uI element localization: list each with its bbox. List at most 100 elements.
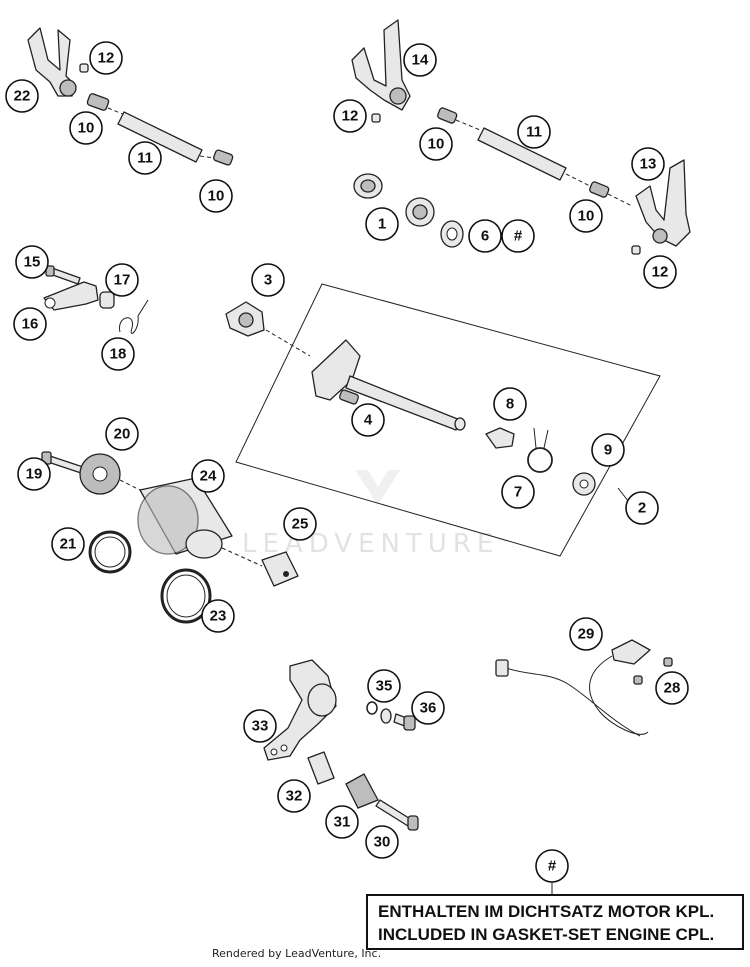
svg-text:10: 10 [208, 188, 225, 205]
locking-lever-16-drawing [43, 281, 99, 311]
callout-11-a: 11 [128, 141, 162, 175]
callout-33: 33 [243, 709, 277, 743]
shift-shaft-drawing [311, 339, 466, 431]
render-credit: Rendered by LeadVenture, Inc. [212, 947, 382, 960]
svg-text:18: 18 [110, 346, 127, 363]
shift-fork-14-drawing [351, 19, 411, 111]
bearing-23-drawing [160, 568, 212, 624]
bushing-32-drawing [307, 751, 335, 785]
bearing-1-drawing [353, 173, 383, 199]
callout-7: 7 [501, 475, 535, 509]
svg-text:7: 7 [514, 484, 522, 501]
svg-text:32: 32 [286, 788, 303, 805]
svg-text:10: 10 [578, 208, 595, 225]
callout-13: 13 [631, 147, 665, 181]
callout-30: 30 [365, 825, 399, 859]
shaft-11-drawing [117, 111, 203, 163]
callout-18: 18 [101, 337, 135, 371]
svg-text:9: 9 [604, 442, 612, 459]
svg-text:35: 35 [376, 678, 393, 695]
callout-22: 22 [5, 79, 39, 113]
callout-17: 17 [105, 263, 139, 297]
spring-10c-drawing [437, 107, 458, 124]
spring-31-drawing [345, 773, 379, 809]
callout-15: 15 [15, 245, 49, 279]
svg-text:10: 10 [428, 136, 445, 153]
washer-9-drawing [572, 472, 596, 496]
svg-text:33: 33 [252, 718, 269, 735]
callout-21: 21 [51, 527, 85, 561]
callout-31: 31 [325, 805, 359, 839]
svg-text:10: 10 [78, 120, 95, 137]
pin-12c-drawing [631, 245, 641, 255]
svg-text:2: 2 [638, 500, 646, 517]
callout-12-a: 12 [89, 41, 123, 75]
guide-8-drawing [485, 427, 515, 449]
callout-10-b: 10 [199, 179, 233, 213]
bearing-21-drawing [88, 530, 132, 574]
callout-2: 2 [625, 491, 659, 525]
shaft-11b-drawing [477, 127, 567, 181]
note-line-german: ENTHALTEN IM DICHTSATZ MOTOR KPL. [378, 902, 715, 921]
svg-text:24: 24 [200, 468, 217, 485]
pin-12-drawing [79, 63, 89, 73]
callout-1: 1 [365, 207, 399, 241]
callout-24: 24 [191, 459, 225, 493]
callout-25: 25 [283, 507, 317, 541]
gear-sensor-29-drawing [495, 639, 651, 737]
callout-29: 29 [569, 617, 603, 651]
svg-text:31: 31 [334, 814, 351, 831]
bushing-17-drawing [99, 291, 115, 309]
callout-6: 6 [468, 219, 502, 253]
callout-28: 28 [655, 671, 689, 705]
callout-3: 3 [251, 263, 285, 297]
callout-20: 20 [105, 417, 139, 451]
callout-10-a: 10 [69, 111, 103, 145]
screw-28-drawing [633, 657, 673, 685]
callout-12-c: 12 [643, 255, 677, 289]
shift-quadrant-3-drawing [225, 301, 265, 337]
note-line-english: INCLUDED IN GASKET-SET ENGINE CPL. [378, 925, 715, 944]
svg-text:16: 16 [22, 316, 39, 333]
callout-9: 9 [591, 433, 625, 467]
torsion-spring-7-drawing [527, 427, 553, 473]
callout-14: 14 [403, 43, 437, 77]
spring-10b-drawing [213, 149, 234, 166]
svg-text:6: 6 [481, 228, 489, 245]
bolt-36-drawing [393, 713, 416, 731]
svg-text:28: 28 [664, 680, 681, 697]
svg-text:29: 29 [578, 626, 595, 643]
svg-text:4: 4 [364, 412, 373, 429]
svg-text:11: 11 [137, 150, 153, 167]
callout-12-b: 12 [333, 99, 367, 133]
watermark-logo [355, 470, 400, 505]
washer-35-drawing [366, 701, 392, 724]
svg-text:8: 8 [506, 396, 514, 413]
svg-text:3: 3 [264, 272, 272, 289]
svg-text:11: 11 [526, 124, 542, 141]
seal-6-drawing [440, 220, 464, 248]
bearing-5-drawing [405, 197, 435, 227]
svg-text:14: 14 [412, 52, 429, 69]
callout-8: 8 [493, 387, 527, 421]
leader [265, 329, 311, 357]
leader [119, 479, 141, 491]
leader [455, 119, 481, 131]
shift-fork-13-drawing [635, 159, 691, 247]
leader [565, 173, 591, 187]
svg-text:20: 20 [114, 426, 131, 443]
shift-shaft-group-outline [235, 283, 661, 557]
callout-35: 35 [367, 669, 401, 703]
svg-text:1: 1 [378, 216, 386, 233]
shift-fork-22-drawing [27, 27, 77, 97]
svg-text:36: 36 [420, 700, 437, 717]
svg-text:13: 13 [640, 156, 657, 173]
svg-text:25: 25 [292, 516, 309, 533]
callout-10-d: 10 [569, 199, 603, 233]
svg-text:23: 23 [210, 608, 227, 625]
svg-text:15: 15 [24, 254, 41, 271]
svg-text:17: 17 [114, 272, 131, 289]
callout-19: 19 [17, 457, 51, 491]
svg-text:30: 30 [374, 834, 391, 851]
svg-text:12: 12 [652, 264, 669, 281]
